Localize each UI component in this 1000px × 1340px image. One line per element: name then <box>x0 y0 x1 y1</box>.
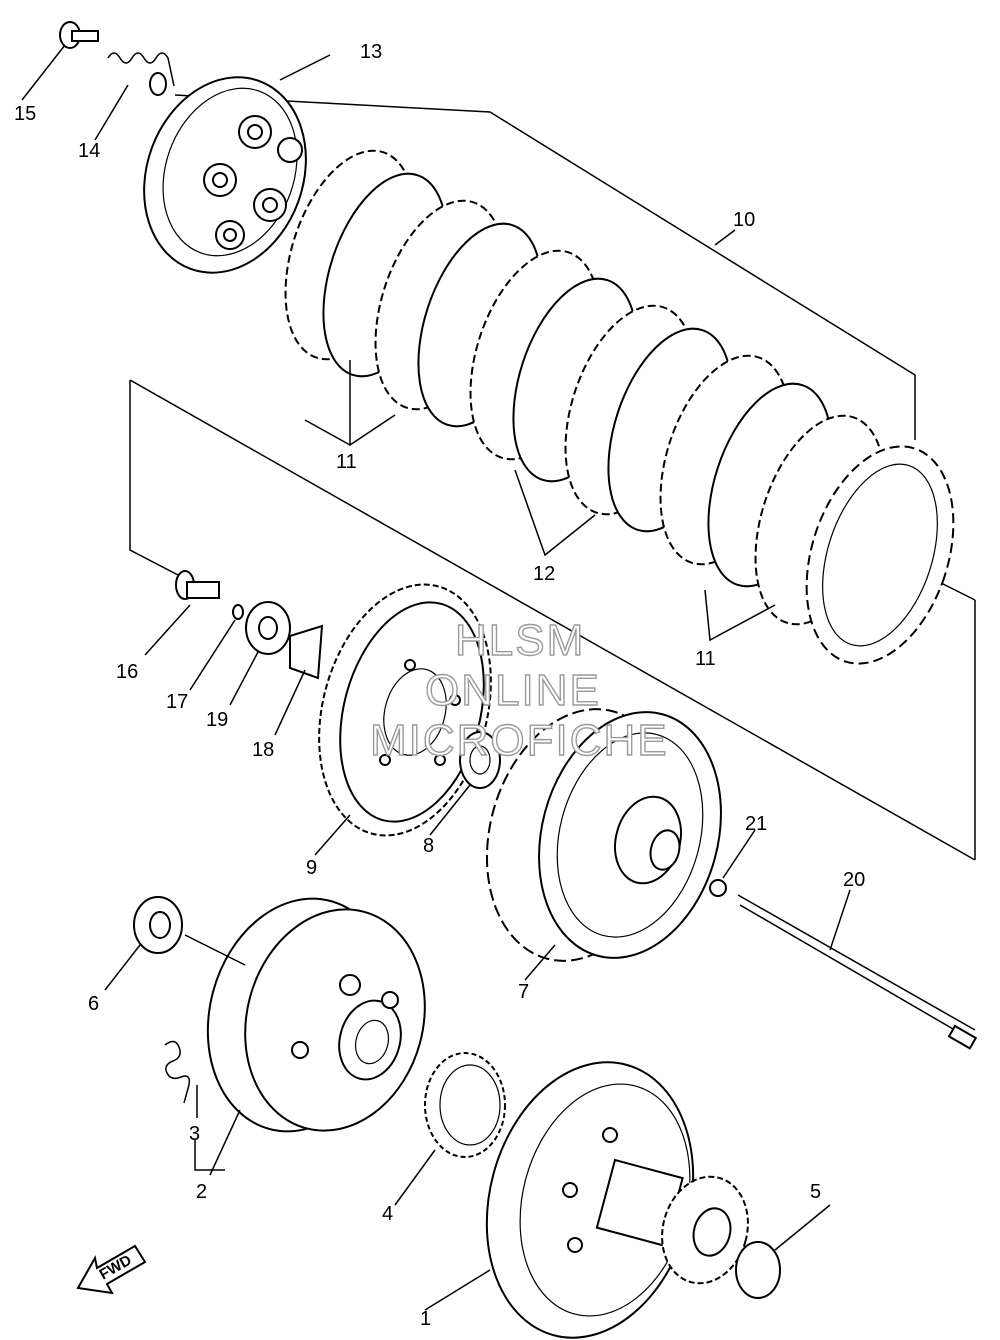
callout-16: 16 <box>116 661 138 683</box>
watermark: HLSM ONLINE MICROFICHE <box>369 615 669 765</box>
watermark-line-2: ONLINE <box>425 666 601 715</box>
watermark-line-3: MICROFICHE <box>370 716 669 765</box>
screw <box>59 21 99 49</box>
fwd-arrow-icon: FWD <box>76 1244 147 1295</box>
clutch-carrier-drum <box>485 1061 749 1339</box>
callout-17: 17 <box>166 691 188 713</box>
callout-11: 11 <box>336 451 357 473</box>
clutch-spring <box>164 1040 191 1104</box>
callout-9: 9 <box>306 857 317 879</box>
callout-1: 1 <box>420 1308 431 1330</box>
callout-12: 12 <box>533 563 555 585</box>
watermark-line-1: HLSM <box>455 616 585 665</box>
thrust-washer <box>459 731 501 789</box>
callout-20: 20 <box>843 869 865 891</box>
callout-6: 6 <box>88 993 99 1015</box>
push-rod <box>175 570 220 600</box>
leader-lines <box>21 44 851 1311</box>
callouts: 1 2 3 4 5 6 7 8 9 10 11 11 12 13 14 15 1… <box>14 41 865 1330</box>
callout-13: 13 <box>360 41 382 63</box>
callout-4: 4 <box>382 1203 393 1225</box>
push-rod-long <box>737 894 978 1050</box>
one-way-clutch <box>424 1052 506 1158</box>
callout-8: 8 <box>423 835 434 857</box>
o-ring <box>232 604 244 620</box>
callout-15: 15 <box>14 103 36 125</box>
callout-5: 5 <box>810 1181 821 1203</box>
callout-2: 2 <box>196 1181 207 1203</box>
callout-21: 21 <box>745 813 767 835</box>
callout-11-b: 11 <box>695 648 716 670</box>
centrifugal-clutch <box>206 897 426 1133</box>
callout-18: 18 <box>252 739 274 761</box>
compression-spring <box>107 52 175 96</box>
callout-10: 10 <box>733 209 755 231</box>
assembly-outline <box>129 94 976 861</box>
callout-19: 19 <box>206 709 228 731</box>
callout-7: 7 <box>518 981 529 1003</box>
pressure-plate <box>143 76 307 274</box>
clutch-housing <box>485 708 722 962</box>
primary-driven-gear <box>318 583 492 837</box>
nut <box>245 601 291 655</box>
callout-14: 14 <box>78 140 100 162</box>
steel-ball <box>709 879 727 897</box>
lock-washer <box>289 624 324 680</box>
flange-nut <box>133 896 183 954</box>
callout-3: 3 <box>189 1123 200 1145</box>
clutch-plate-stack <box>284 149 955 665</box>
o-ring-large <box>735 1241 781 1299</box>
